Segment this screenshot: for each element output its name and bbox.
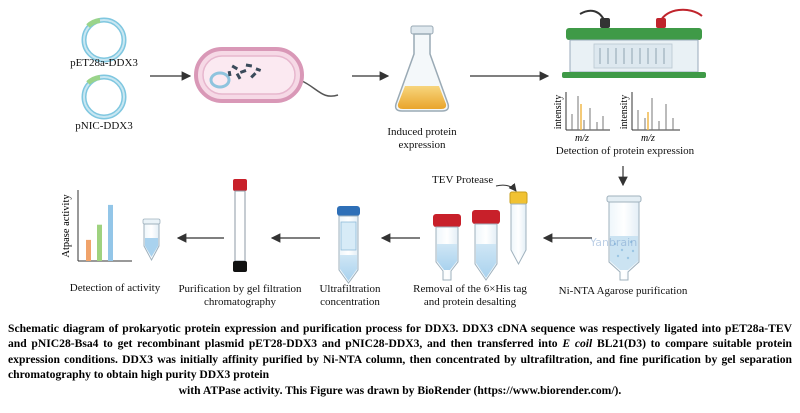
caption-last-line: with ATPase activity. This Figure was dr…	[178, 383, 622, 397]
workflow-diagram: intensity intensity m/z m/z	[61, 8, 706, 309]
removal-label-line-1: Removal of the 6×His tag	[413, 283, 527, 295]
gel-electrophoresis-icon	[562, 8, 706, 78]
plasmid-icon-2	[81, 74, 127, 120]
ms-mz-label-1: m/z	[575, 133, 589, 144]
caption-text-1: Schematic diagram of prokaryotic protein…	[8, 322, 792, 351]
bacterium-cell-icon	[194, 47, 339, 103]
mass-spectrum-chart-1	[565, 92, 610, 131]
removal-label: Removal of the 6×His tag and protein des…	[410, 283, 530, 309]
atpase-bar	[97, 224, 102, 261]
ultrafiltration-label-line-2: concentration	[320, 296, 380, 308]
erlenmeyer-flask-icon	[394, 25, 450, 112]
ultrafiltration-label: Ultrafiltration concentration	[305, 283, 395, 309]
induced-label-line-2: expression	[398, 139, 446, 151]
ms-mz-label-2: m/z	[641, 133, 655, 144]
sample-tube-icon	[142, 218, 161, 262]
removal-label-line-2: and protein desalting	[423, 296, 517, 308]
gel-filtration-label-line-1: Purification by gel filtration	[178, 283, 302, 295]
plasmid-label-2: pNIC-DDX3	[75, 120, 133, 132]
tev-protease-label: TEV Protease	[432, 174, 494, 186]
caption-italic: E coil	[562, 337, 593, 351]
induced-label: Induced protein expression	[372, 126, 472, 152]
plasmid-label-1: pET28a-DDX3	[70, 57, 138, 69]
ms-intensity-label-1: intensity	[553, 95, 564, 129]
gel-filtration-label: Purification by gel filtration chromatog…	[170, 283, 310, 309]
tev-protease-tube-icon	[495, 183, 528, 266]
figure-caption: Schematic diagram of prokaryotic protein…	[8, 321, 792, 398]
atpase-bar	[86, 239, 91, 261]
ultrafiltration-tube-icon	[337, 206, 360, 284]
atpase-axis-label: Atpase activity	[61, 194, 72, 258]
ms-intensity-label-2: intensity	[619, 95, 630, 129]
desalting-tube-icon-1	[433, 214, 461, 281]
induced-label-line-1: Induced protein	[387, 126, 457, 138]
ni-nta-label: Ni-NTA Agarose purification	[558, 285, 688, 297]
plasmid-icon-1	[81, 17, 127, 63]
atpase-bar	[108, 204, 113, 261]
ultrafiltration-label-line-1: Ultrafiltration	[319, 283, 381, 295]
atpase-bar-chart	[77, 190, 132, 262]
ni-nta-column-icon	[606, 195, 642, 281]
detection-activity-label: Detection of activity	[69, 282, 161, 294]
gel-filtration-label-line-2: chromatography	[203, 296, 277, 308]
gel-filtration-column-icon	[233, 179, 247, 272]
detection-expression-label: Detection of protein expression	[555, 145, 695, 157]
desalting-tube-icon-2	[472, 210, 500, 281]
watermark-text: Yanbrain	[590, 236, 638, 249]
caption-text-2: BL21(D3) to compare suitable protein exp…	[8, 337, 792, 382]
mass-spectrum-chart-2	[631, 92, 680, 131]
workflow-graphics: intensity intensity m/z m/z	[61, 8, 706, 284]
